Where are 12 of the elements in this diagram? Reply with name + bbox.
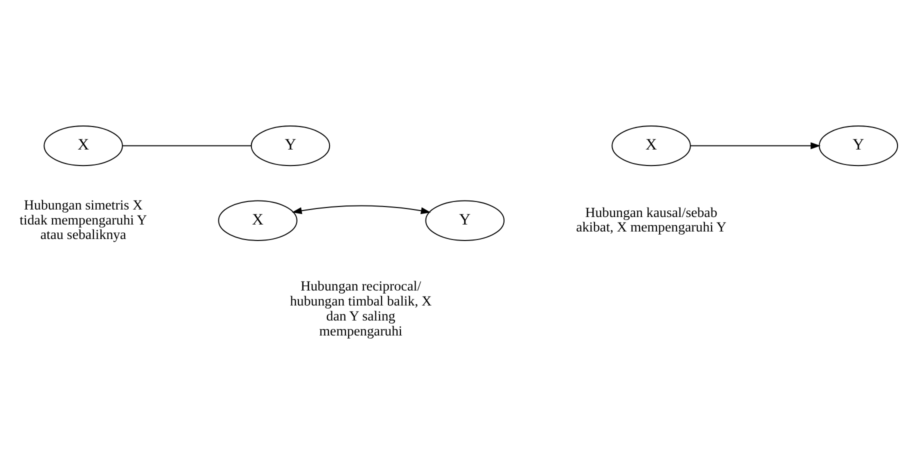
connector — [122, 144, 252, 146]
node-ellipse: X — [44, 124, 123, 166]
arrow — [690, 142, 821, 149]
node-ellipse: Y — [425, 200, 505, 240]
node-ellipse: Y — [818, 124, 898, 166]
label: Hubungan simetris X tidak mempengaruhi Y atau sebaliknya — [20, 198, 147, 243]
node-ellipse: X — [612, 124, 691, 166]
node-ellipse: Y — [250, 124, 330, 166]
node-ellipse: X — [218, 200, 298, 240]
label: Hubungan kausal/sebab akibat, X mempengaruhi Y — [576, 205, 726, 236]
label: Hubungan reciprocal/ hubungan timbal balik, X dan Y saling mempengaruhi — [290, 279, 432, 339]
arrow — [292, 204, 431, 214]
